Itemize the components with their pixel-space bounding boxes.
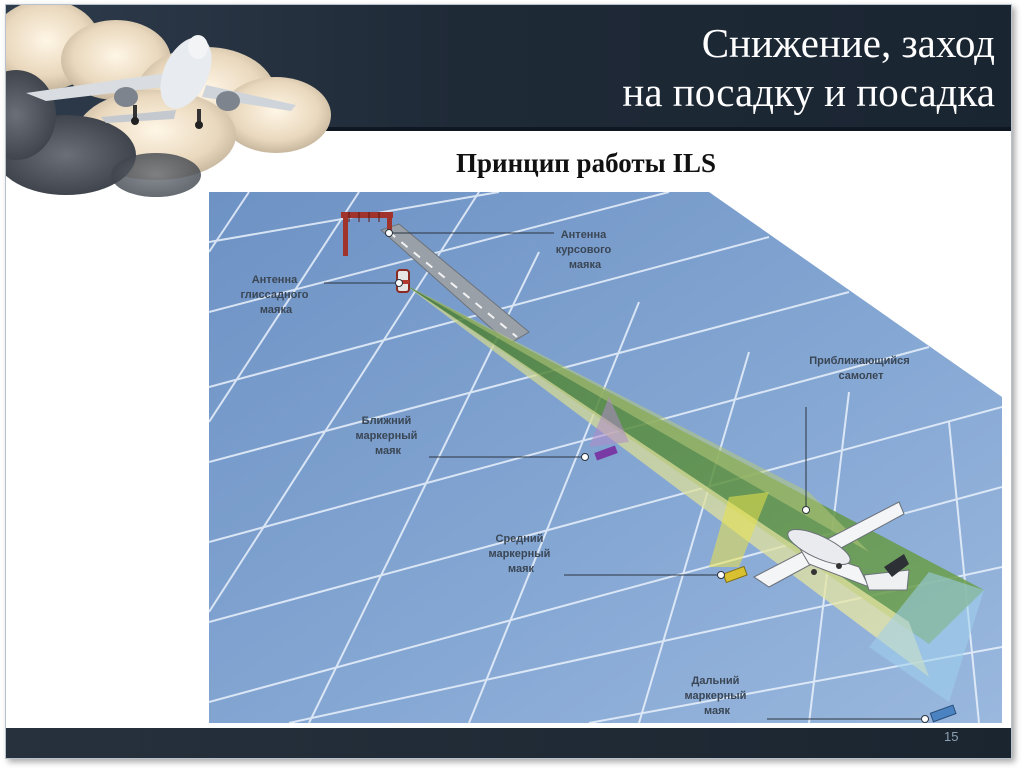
localizer-antenna-icon (341, 212, 393, 256)
outer-marker-beam (869, 572, 984, 702)
middle-marker-icon (722, 565, 748, 584)
middle-marker-beam (709, 492, 769, 567)
title-line-2: на посадку и посадка (622, 69, 995, 115)
inner-marker-beam (589, 397, 629, 447)
clouds-icon (6, 5, 331, 197)
ils-diagram: Антенна курсового маяка Антенна глиссадн… (209, 192, 1002, 723)
airplane-clouds-icon (6, 5, 331, 197)
outer-marker-icon (929, 704, 957, 723)
slide-title: Снижение, заход на посадку и посадка (435, 19, 995, 117)
title-line-1: Снижение, заход (701, 20, 995, 66)
page-number: 15 (944, 729, 959, 744)
airplane-photo-icon (26, 35, 296, 129)
label-aircraft: Приближающийся самолет (809, 355, 913, 382)
runway (380, 223, 530, 345)
ground-plane (209, 192, 1002, 723)
slide-subtitle: Принцип работы ILS (456, 148, 716, 178)
glideslope-beam (404, 284, 929, 677)
inner-marker-icon (594, 445, 618, 461)
footer-bar (6, 728, 1011, 758)
slide: Снижение, заход на посадку и посадка При… (5, 4, 1012, 759)
leader-lines (324, 229, 929, 723)
label-inner-marker: Ближний маркерный маяк (355, 415, 420, 457)
label-localizer: Антенна курсового маяка (556, 229, 615, 271)
label-glideslope: Антенна глиссадного маяка (240, 274, 311, 316)
label-middle-marker: Средний маркерный маяк (488, 533, 553, 575)
small-aircraft-icon (753, 501, 910, 591)
header-divider (6, 127, 1011, 131)
label-outer-marker: Дальний маркерный маяк (684, 675, 749, 717)
